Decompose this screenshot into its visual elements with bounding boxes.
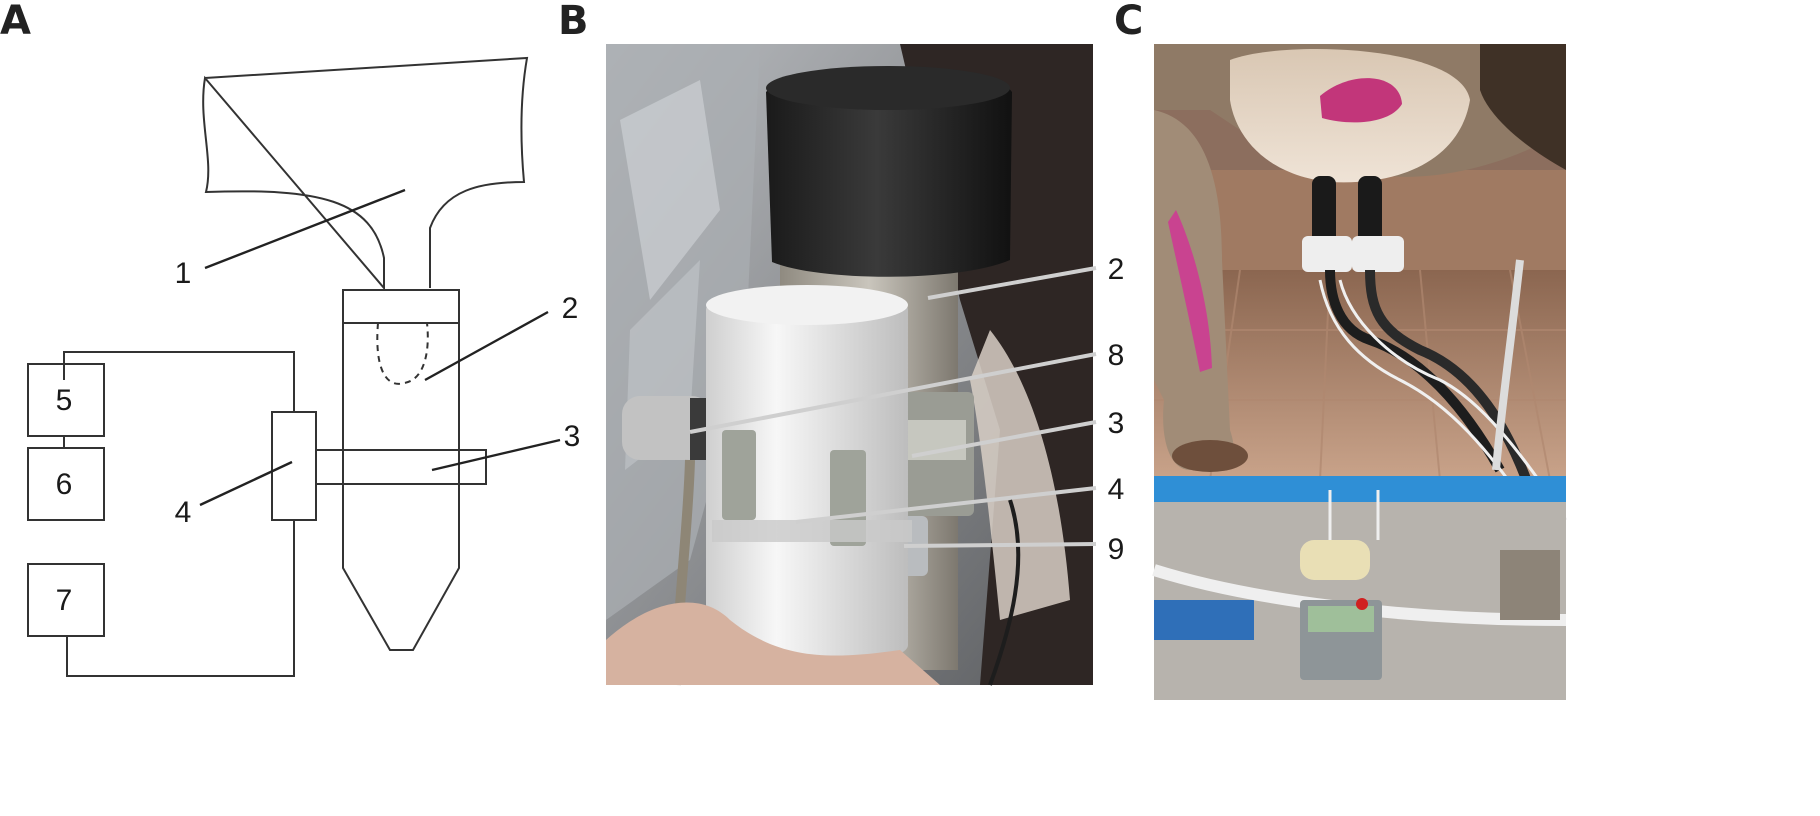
- callout-b-2: 2: [1108, 253, 1125, 286]
- signal-unit: [271, 411, 317, 521]
- callout-a-2: 2: [562, 292, 579, 325]
- leader-b-2: [927, 266, 1097, 300]
- leader-3: [431, 438, 561, 472]
- box-5: [27, 363, 105, 437]
- box-7: [27, 563, 105, 637]
- leader-b-3: [911, 420, 1097, 458]
- box-label-5: 5: [56, 384, 73, 417]
- milking-cup-schematic: [342, 289, 460, 651]
- panel-letter-c: C: [1114, 0, 1143, 44]
- teat-dashed-outline: [376, 322, 429, 385]
- box-6: [27, 447, 105, 521]
- leader-2: [424, 310, 549, 382]
- leader-b-9: [903, 542, 1097, 548]
- panel-b: B: [558, 0, 1125, 686]
- leader-b-8: [689, 352, 1097, 434]
- box-label-6: 6: [56, 468, 73, 501]
- panel-c: C: [1114, 0, 1568, 700]
- leader-4: [199, 460, 293, 507]
- callout-a-4: 4: [175, 496, 192, 529]
- callout-b-4: 4: [1108, 473, 1125, 506]
- photo-c: [1152, 44, 1568, 700]
- leader-1: [204, 188, 406, 270]
- callout-b-8: 8: [1108, 339, 1125, 372]
- box-label-7: 7: [56, 584, 73, 617]
- panel-a: A 5 6 7 1 2 3 4: [0, 0, 581, 677]
- panel-letter-a: A: [0, 0, 31, 44]
- photo-b: [606, 44, 1093, 686]
- sensor-bar: [315, 449, 487, 485]
- leader-b-4: [795, 486, 1097, 524]
- udder-outline: [202, 56, 529, 291]
- callout-a-3: 3: [564, 420, 581, 453]
- callout-a-1: 1: [175, 257, 192, 290]
- callout-b-9: 9: [1108, 533, 1125, 566]
- wiring: [63, 351, 295, 677]
- panel-letter-b: B: [558, 0, 589, 44]
- callout-b-3: 3: [1108, 407, 1125, 440]
